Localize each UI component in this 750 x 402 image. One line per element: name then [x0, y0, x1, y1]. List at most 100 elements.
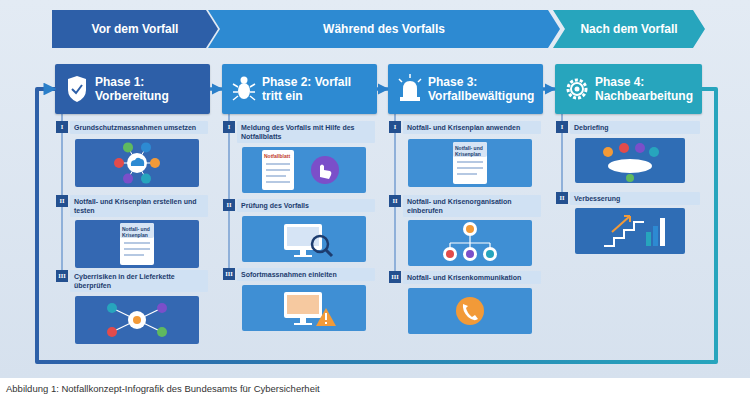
- meeting-icon: [635, 143, 645, 153]
- protection-icon: [137, 163, 146, 179]
- network-icon: [112, 320, 137, 332]
- protection-icon: [114, 142, 160, 183]
- image-box: [575, 138, 685, 183]
- plan-icon: [453, 142, 487, 184]
- report-icon: [266, 181, 290, 183]
- gear-icon: [568, 80, 586, 98]
- phase-band: Während des Vorfalls: [208, 10, 560, 48]
- step-box: Verbesserung: [570, 192, 700, 205]
- organisation-icon: [443, 247, 457, 261]
- protection-icon: [137, 163, 155, 164]
- inspection-icon: [300, 250, 306, 255]
- improvement-icon: [653, 226, 658, 246]
- step-text: Prüfung des Vorfalls: [241, 202, 309, 209]
- network-icon: [107, 327, 117, 337]
- image-box: [408, 220, 532, 266]
- bug-icon: [238, 83, 250, 99]
- step-box: Notfall- und Krisenorganisation einberuf…: [403, 195, 541, 217]
- siren-icon: [399, 74, 421, 101]
- step-number: I: [56, 121, 68, 133]
- network-icon: [107, 303, 117, 313]
- report-icon: [262, 150, 339, 190]
- step-text: Meldung des Vorfalls mit Hilfe des Notfa…: [241, 124, 354, 140]
- bug-icon: [241, 77, 248, 84]
- flow-arrow: [377, 87, 388, 91]
- background-panel: [0, 0, 750, 378]
- network-icon: [137, 320, 162, 332]
- plan-icon: [457, 173, 477, 175]
- step-number: III: [389, 271, 401, 283]
- protection-icon: [127, 153, 147, 173]
- step-text: Notfall- und Krisenorganisation einberuf…: [407, 198, 512, 214]
- protection-icon: [123, 174, 133, 184]
- alert-icon: [284, 292, 322, 318]
- bug-icon: [250, 96, 255, 100]
- inspection-icon: [312, 236, 328, 252]
- communication-icon: [456, 297, 484, 325]
- band-chevron: [208, 10, 560, 48]
- bug-icon: [233, 84, 238, 87]
- meeting-icon: [626, 174, 634, 182]
- tree-line: [62, 114, 562, 277]
- meeting-icon: [619, 143, 629, 153]
- document-icon: [120, 223, 154, 238]
- bug-icon: [250, 91, 255, 93]
- step-text: Verbesserung: [574, 195, 620, 202]
- icon-text: Notfallblatt: [264, 153, 292, 159]
- alert-icon: [325, 313, 327, 320]
- phase-header: Phase 2: Vorfall tritt ein: [222, 64, 377, 114]
- organisation-icon: [443, 222, 497, 261]
- gear-icon: [575, 87, 580, 92]
- alert-icon: [294, 323, 312, 325]
- step-box: Sofortmassnahmen einleiten: [237, 268, 375, 281]
- report-icon: [262, 150, 294, 190]
- network-icon: [157, 327, 167, 337]
- siren-icon: [409, 74, 411, 78]
- meeting-icon: [649, 147, 659, 157]
- report-icon: [266, 169, 290, 171]
- phase-title: Phase 4: Nachbearbeitung: [595, 75, 698, 103]
- step-number: I: [556, 121, 568, 133]
- tree-line: [228, 114, 230, 274]
- report-icon: [266, 175, 286, 177]
- improvement-icon: [646, 232, 651, 246]
- phase-title: Phase 2: Vorfall tritt ein: [262, 75, 373, 103]
- document-icon: [124, 248, 150, 250]
- phase-band: Vor dem Vorfall: [52, 10, 218, 48]
- step-text: Grundschutzmassnahmen umsetzen: [74, 124, 196, 131]
- step-box: Meldung des Vorfalls mit Hilfe des Notfa…: [237, 121, 375, 143]
- organisation-icon: [446, 250, 454, 258]
- alert-icon: [287, 295, 319, 314]
- network-icon: [112, 308, 137, 320]
- shield-icon: [72, 85, 82, 93]
- step-number: II: [223, 199, 235, 211]
- step-box: Cyberrisiken in der Lieferkette überprüf…: [70, 270, 208, 292]
- band-title: Vor dem Vorfall: [92, 22, 179, 36]
- step-box: Notfall- und Krisenplan anwenden: [403, 121, 541, 134]
- figure-caption: Abbildung 1: Notfallkonzept-Infografik d…: [6, 383, 320, 394]
- inspection-icon: [294, 255, 312, 257]
- alert-icon: [284, 292, 336, 326]
- plan-icon: [457, 167, 483, 169]
- network-icon: [137, 308, 162, 320]
- bug-icon: [250, 84, 255, 87]
- band-chevron: [52, 10, 218, 48]
- step-text: Cyberrisiken in der Lieferkette überprüf…: [74, 273, 175, 289]
- shield-icon: [68, 76, 86, 102]
- cycle-arrow: [37, 89, 716, 362]
- protection-icon: [137, 147, 146, 163]
- improvement-icon: [660, 218, 665, 246]
- image-box: [75, 220, 199, 268]
- protection-icon: [119, 147, 155, 178]
- organisation-icon: [463, 222, 477, 236]
- organisation-icon: [450, 236, 490, 248]
- alert-icon: [316, 308, 336, 326]
- bug-icon: [233, 91, 238, 93]
- band-chevron: [553, 10, 705, 48]
- image-box: [242, 216, 366, 262]
- step-number: II: [556, 192, 568, 204]
- step-box: Prüfung des Vorfalls: [237, 199, 375, 212]
- communication-icon: [456, 297, 484, 325]
- plan-icon: [457, 161, 483, 163]
